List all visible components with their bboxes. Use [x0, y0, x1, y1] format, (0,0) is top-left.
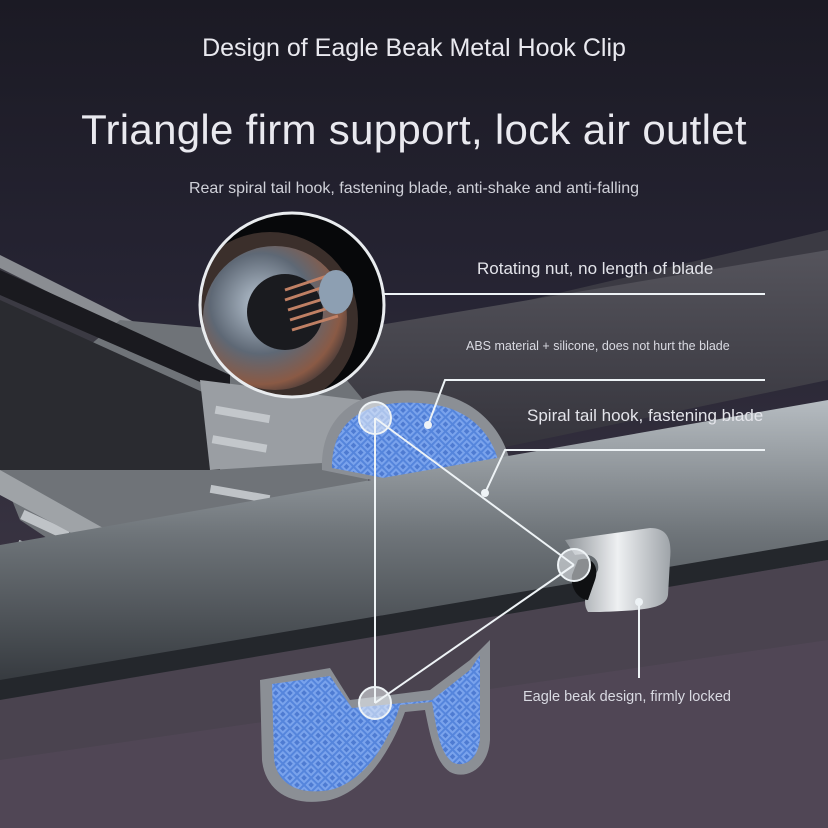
- triangle-anchor-points: [358, 401, 591, 720]
- subtitle: Rear spiral tail hook, fastening blade, …: [188, 180, 640, 197]
- callout-lines: [374, 293, 765, 704]
- annotation-eagle-beak: Eagle beak design, firmly locked: [523, 689, 731, 705]
- vent-slat-main: [0, 400, 828, 700]
- eagle-beak-hook: [565, 528, 671, 612]
- annotation-abs-material: ABS material + silicone, does not hurt t…: [466, 339, 730, 353]
- headline: Triangle firm support, lock air outlet: [81, 106, 747, 153]
- clip-mesh-lower: [272, 655, 480, 792]
- annotation-spiral-hook: Spiral tail hook, fastening blade: [527, 406, 764, 425]
- annotation-rotating-nut: Rotating nut, no length of blade: [477, 259, 714, 278]
- design-title: Design of Eagle Beak Metal Hook Clip: [202, 34, 626, 62]
- rotating-nut-inset: [200, 213, 384, 397]
